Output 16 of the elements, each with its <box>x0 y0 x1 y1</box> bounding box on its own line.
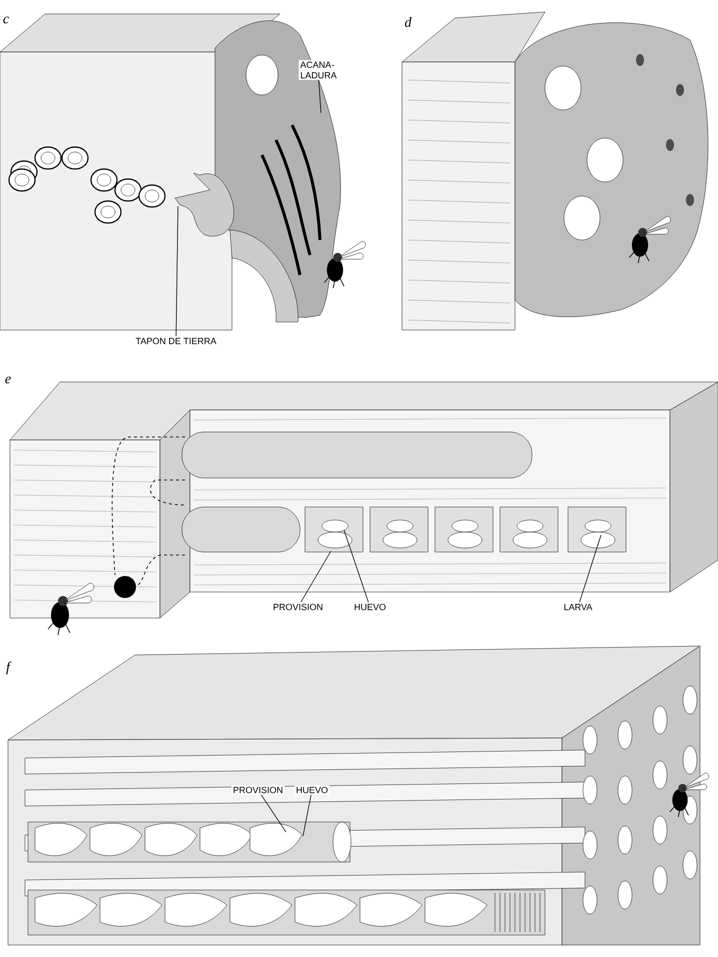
panel-letter: c <box>3 16 9 24</box>
callout-label: TAPON DE TIERRA <box>134 336 218 346</box>
panel-letter: e <box>5 376 11 384</box>
panel-letter: d <box>404 17 412 27</box>
callout-label: LARVA <box>562 602 594 612</box>
callout-label: ACANA-LADURA <box>298 60 338 80</box>
callout-label: HUEVO <box>352 602 388 612</box>
leader-line <box>344 530 369 602</box>
leader-line <box>302 794 312 836</box>
panel-letter: f <box>6 662 12 674</box>
leader-line <box>260 794 286 832</box>
leader-line <box>579 534 602 603</box>
leader-line <box>318 80 322 114</box>
callout-label: PROVISION <box>272 602 324 612</box>
leader-line <box>300 550 332 602</box>
leader-line <box>176 206 178 336</box>
